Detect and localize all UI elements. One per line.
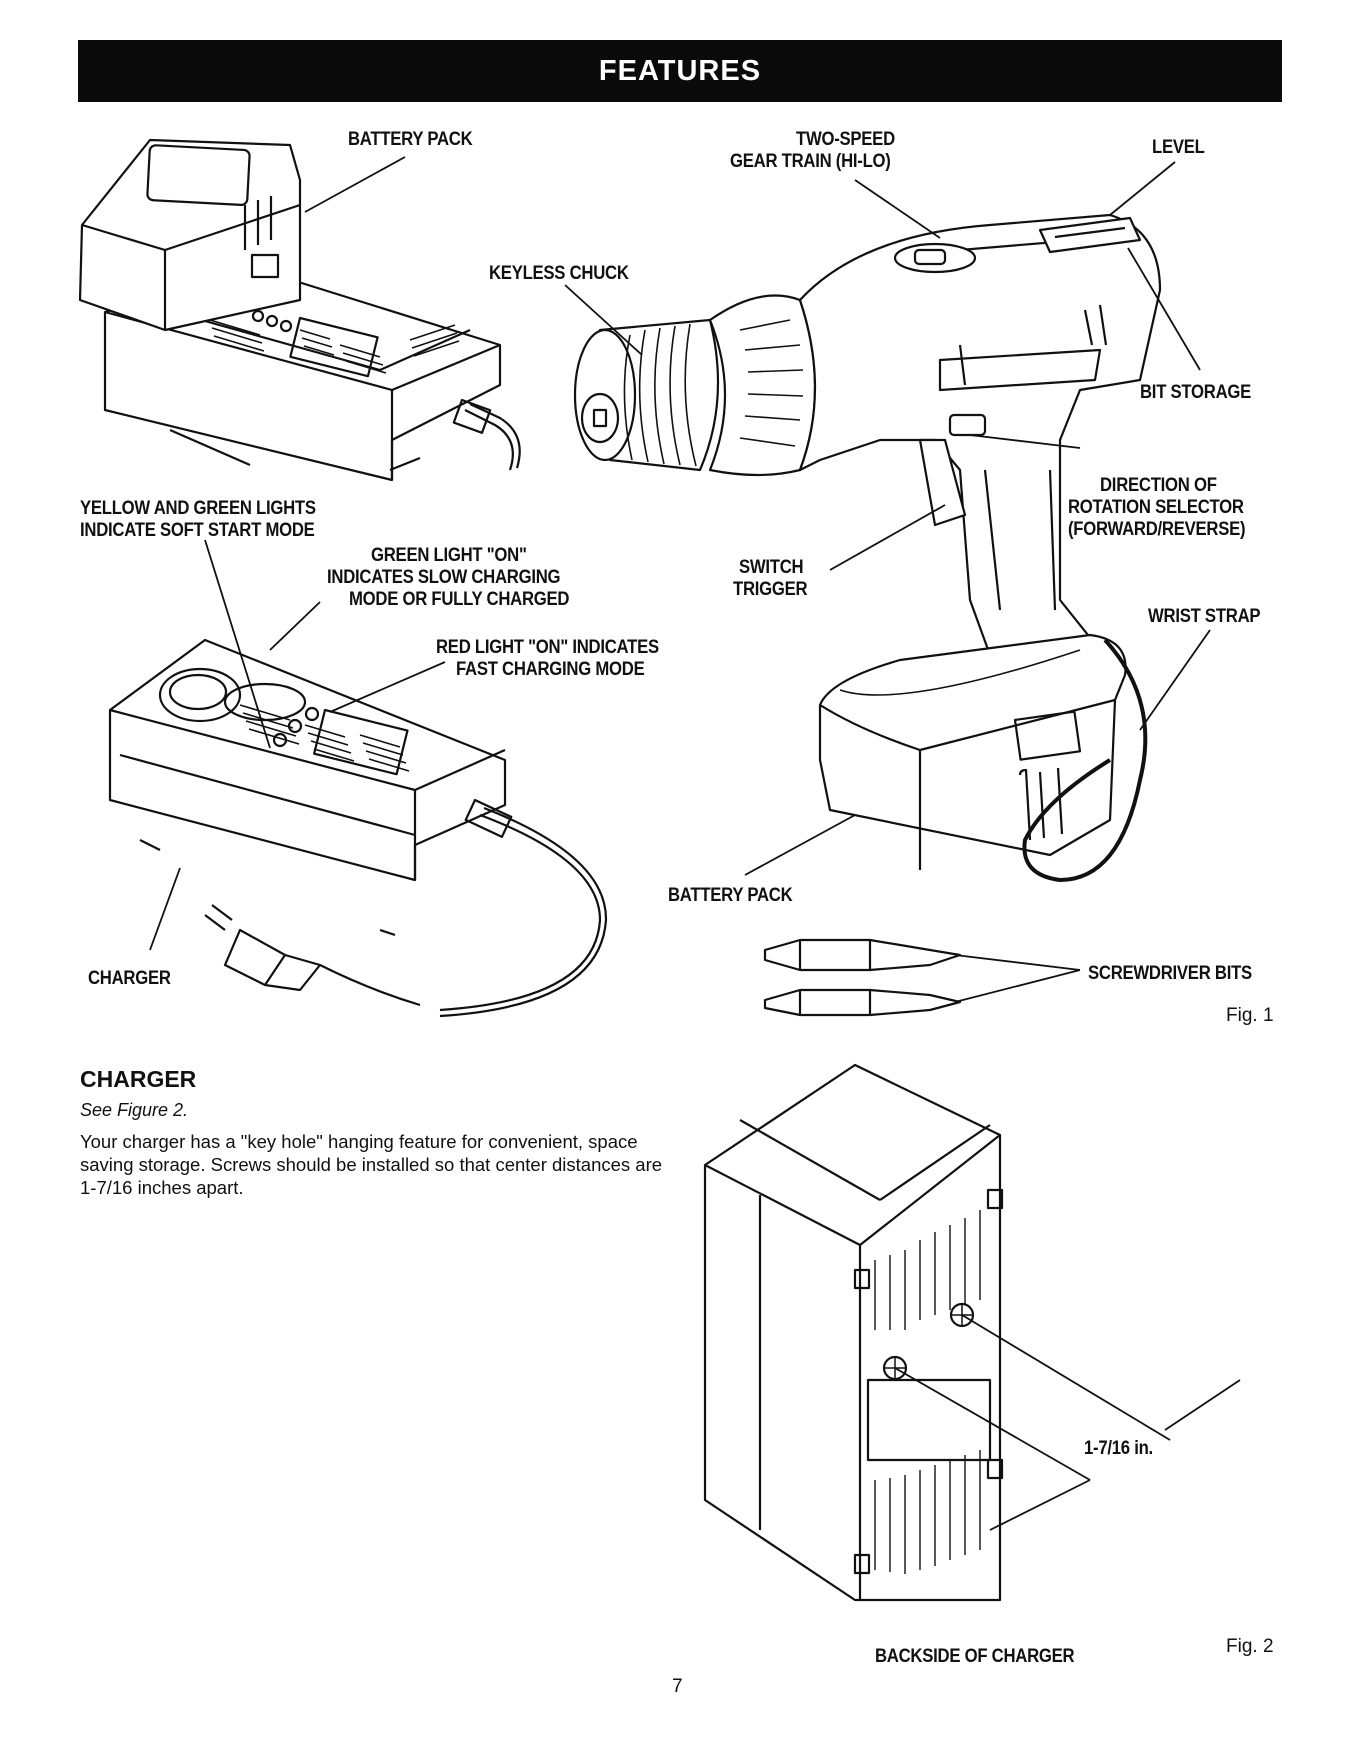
label-screwdriver-bits: SCREWDRIVER BITS <box>1088 963 1252 984</box>
charger-backside-drawing <box>703 1063 1004 1602</box>
page-title: FEATURES <box>598 54 762 87</box>
label-green-light-line3: MODE OR FULLY CHARGED <box>349 589 570 610</box>
label-red-light-line1: RED LIGHT "ON" INDICATES <box>436 637 659 658</box>
screwdriver-bits-drawing <box>763 938 962 1017</box>
label-trigger: TRIGGER <box>733 579 808 600</box>
label-direction-line2: ROTATION SELECTOR <box>1068 497 1244 518</box>
see-figure-note: See Figure 2. <box>80 1100 189 1120</box>
label-battery-pack-bottom: BATTERY PACK <box>668 885 793 906</box>
label-green-light-line2: INDICATES SLOW CHARGING <box>327 567 561 588</box>
label-keyless-chuck: KEYLESS CHUCK <box>489 263 629 284</box>
fig1-caption: Fig. 1 <box>1226 1005 1274 1026</box>
section-title-charger: CHARGER <box>80 1066 197 1092</box>
label-dimension: 1-7/16 in. <box>1084 1438 1153 1459</box>
charger-drawing <box>108 638 608 1018</box>
charger-with-battery-drawing <box>78 138 521 482</box>
charger-paragraph: Your charger has a "key hole" hanging fe… <box>80 1131 663 1198</box>
label-two-speed-line2: GEAR TRAIN (HI-LO) <box>730 151 891 172</box>
drill-drawing: 22 20 18 <box>573 213 1162 882</box>
page-number: 7 <box>672 1676 683 1697</box>
label-direction-line1: DIRECTION OF <box>1100 475 1217 496</box>
label-backside-of-charger: BACKSIDE OF CHARGER <box>875 1646 1075 1667</box>
label-battery-pack-top: BATTERY PACK <box>348 129 473 150</box>
label-switch: SWITCH <box>739 557 804 578</box>
label-level: LEVEL <box>1152 137 1205 158</box>
label-yellow-green-line2: INDICATE SOFT START MODE <box>80 520 315 541</box>
features-banner: FEATURES <box>78 40 1282 102</box>
label-bit-storage: BIT STORAGE <box>1140 382 1252 403</box>
label-wrist-strap: WRIST STRAP <box>1148 606 1261 627</box>
fig2-caption: Fig. 2 <box>1226 1636 1274 1657</box>
label-green-light-line1: GREEN LIGHT "ON" <box>371 545 527 566</box>
label-red-light-line2: FAST CHARGING MODE <box>456 659 645 680</box>
leader-lines <box>149 156 1241 1531</box>
label-charger: CHARGER <box>88 968 171 989</box>
label-two-speed-line1: TWO-SPEED <box>796 129 895 150</box>
label-yellow-green-line1: YELLOW AND GREEN LIGHTS <box>80 498 316 519</box>
label-direction-line3: (FORWARD/REVERSE) <box>1068 519 1246 540</box>
